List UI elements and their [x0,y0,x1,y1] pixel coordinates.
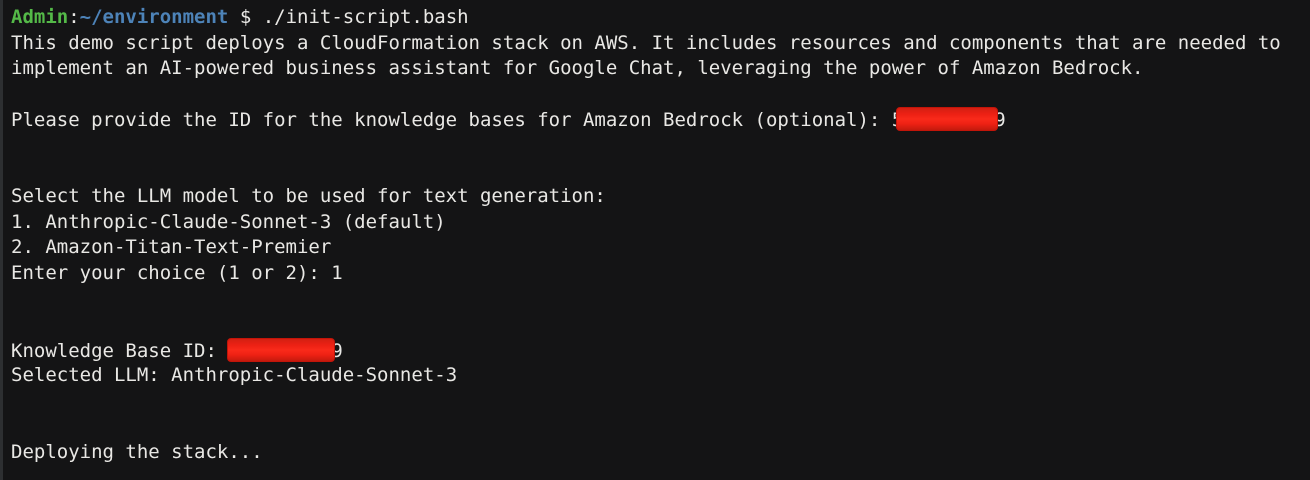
llm-option-2: 2. Amazon-Titan-Text-Premier [11,236,332,259]
kb-id-summary-label: Knowledge Base ID: [11,339,229,362]
kb-id-visible-suffix: 9 [994,109,1006,132]
blank-line [11,287,1310,313]
prompt-user: Admin [11,6,69,28]
kb-id-summary-line: Knowledge Base ID: 9 [11,337,1310,364]
prompt-command: $ ./init-script.bash [228,6,469,28]
prompt-line: Admin:~/environment $ ./init-script.bash [11,5,1310,31]
llm-choice-input-value: 1 [331,261,343,284]
kb-id-prompt-line: Please provide the ID for the knowledge … [11,107,1310,133]
prompt-colon: : [68,6,80,28]
blank-line [11,415,1310,441]
kb-id-prompt-label: Please provide the ID for the knowledge … [11,109,892,132]
deploying-status: Deploying the stack... [11,441,263,464]
llm-select-heading: Select the LLM model to be used for text… [11,185,606,208]
llm-option-1: 1. Anthropic-Claude-Sonnet-3 (default) [11,210,446,233]
selected-llm-label: Selected LLM: [11,364,172,387]
selected-llm-line: Selected LLM: Anthropic-Claude-Sonnet-3 [11,363,1310,389]
blank-line [11,159,1310,185]
blank-line [11,312,1310,338]
blank-line [11,82,1310,108]
intro-text-line-2: implement an AI-powered business assista… [11,57,1144,80]
kb-id-summary-visible-suffix: 9 [331,339,343,362]
llm-choice-prompt: Enter your choice (1 or 2): [11,261,332,284]
terminal-left-edge [0,0,3,480]
intro-text-line-1: This demo script deploys a CloudFormatio… [11,31,1281,54]
llm-choice-line: Enter your choice (1 or 2): 1 [11,261,1310,287]
prompt-path: ~/environment [79,6,229,28]
blank-line [11,133,1310,159]
selected-llm-value: Anthropic-Claude-Sonnet-3 [171,364,458,387]
redaction-box-kb-summary [227,337,336,362]
redaction-box-kb-prompt [896,107,999,132]
blank-line [11,389,1310,415]
